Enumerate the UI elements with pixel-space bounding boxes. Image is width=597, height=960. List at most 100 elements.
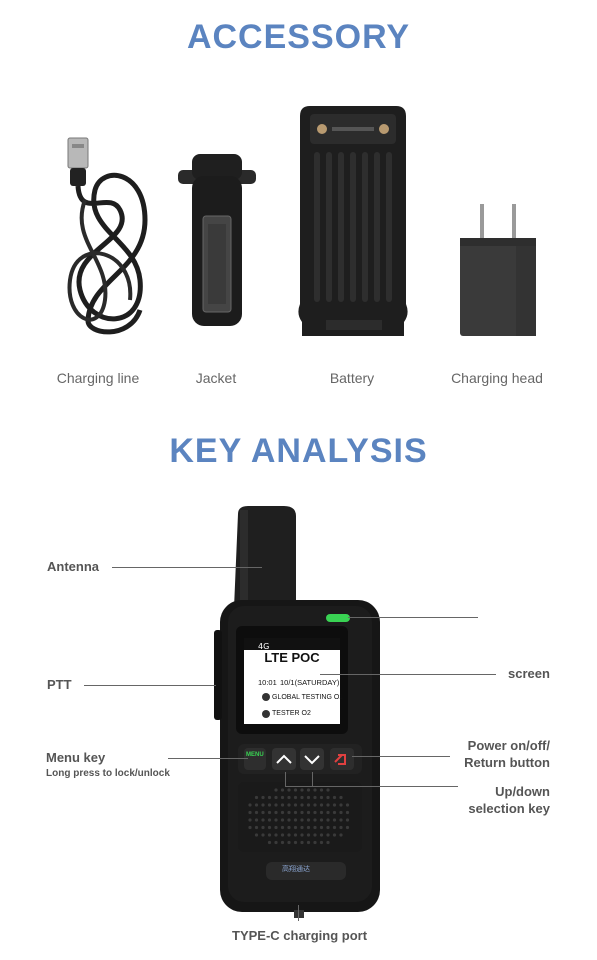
- speaker-hole: [254, 795, 259, 800]
- speaker-hole: [319, 833, 324, 837]
- speaker-hole: [300, 818, 304, 822]
- speaker-hole: [345, 810, 350, 815]
- speaker-hole: [267, 803, 272, 807]
- speaker-hole: [319, 795, 324, 800]
- speaker-hole: [326, 840, 330, 845]
- speaker-hole: [274, 825, 278, 830]
- speaker-hole: [293, 833, 298, 837]
- speaker-hole: [300, 825, 304, 830]
- speaker-hole: [293, 818, 298, 822]
- speaker-hole: [326, 818, 330, 822]
- speaker-hole: [306, 818, 311, 822]
- brand-logo: 高翔通达: [282, 866, 310, 873]
- key-analysis-title: KEY ANALYSIS: [169, 432, 428, 470]
- signal-indicator: 4G: [258, 642, 270, 651]
- speaker-hole: [287, 795, 291, 800]
- speaker-hole: [319, 818, 324, 822]
- type-c-leader-line: [298, 905, 299, 921]
- antenna-label: Antenna: [47, 559, 99, 574]
- speaker-hole: [306, 833, 311, 837]
- speaker-hole: [254, 833, 259, 837]
- speaker-hole: [280, 840, 285, 845]
- speaker-hole: [293, 788, 298, 792]
- speaker-hole: [326, 833, 330, 837]
- speaker-hole: [274, 818, 278, 822]
- speaker-hole: [287, 825, 291, 830]
- speaker-hole: [313, 803, 317, 807]
- screen-title: LTE POC: [264, 650, 320, 665]
- speaker-hole: [345, 825, 350, 830]
- speaker-hole: [332, 810, 337, 815]
- screen-user: TESTER O2: [272, 710, 311, 717]
- speaker-hole: [326, 810, 330, 815]
- group-icon: [262, 693, 270, 701]
- speaker-hole: [326, 803, 330, 807]
- speaker-hole: [300, 803, 304, 807]
- walkie-talkie-device: [214, 506, 380, 918]
- speaker-hole: [267, 840, 272, 845]
- speaker-hole: [254, 825, 259, 830]
- jacket-label: Jacket: [195, 370, 237, 386]
- updown-bracket-right: [312, 772, 313, 786]
- accessory-title: ACCESSORY: [186, 18, 411, 56]
- speaker-hole: [274, 788, 278, 792]
- speaker-hole: [287, 818, 291, 822]
- speaker-hole: [293, 803, 298, 807]
- speaker-hole: [306, 788, 311, 792]
- speaker-hole: [293, 840, 298, 845]
- speaker-hole: [313, 810, 317, 815]
- speaker-hole: [280, 825, 285, 830]
- speaker-hole: [261, 818, 265, 822]
- charging-line-label: Charging line: [56, 370, 140, 386]
- speaker-hole: [274, 840, 278, 845]
- updown-label-line2: selection key: [468, 801, 550, 816]
- speaker-hole: [306, 825, 311, 830]
- speaker-hole: [274, 803, 278, 807]
- speaker-hole: [319, 840, 324, 845]
- speaker-hole: [267, 818, 272, 822]
- speaker-hole: [326, 795, 330, 800]
- speaker-hole: [339, 803, 343, 807]
- speaker-hole: [345, 803, 350, 807]
- speaker-hole: [254, 810, 259, 815]
- speaker-hole: [319, 803, 324, 807]
- updown-label-line1: Up/down: [495, 784, 550, 799]
- speaker-hole: [339, 810, 343, 815]
- speaker-hole: [332, 818, 337, 822]
- speaker-hole: [267, 833, 272, 837]
- speaker-hole: [261, 825, 265, 830]
- speaker-hole: [326, 788, 330, 792]
- speaker-hole: [248, 818, 252, 822]
- speaker-hole: [339, 818, 343, 822]
- speaker-hole: [345, 818, 350, 822]
- speaker-hole: [280, 788, 285, 792]
- charging-line-image: [67, 137, 148, 335]
- speaker-hole: [326, 825, 330, 830]
- battery-image: [298, 106, 408, 336]
- speaker-hole: [300, 810, 304, 815]
- speaker-hole: [280, 833, 285, 837]
- speaker-hole: [248, 810, 252, 815]
- speaker-hole: [319, 825, 324, 830]
- updown-leader-line: [298, 786, 458, 787]
- speaker-hole: [306, 840, 311, 845]
- speaker-hole: [261, 795, 265, 800]
- speaker-hole: [339, 795, 343, 800]
- screen-time: 10:01: [258, 678, 277, 687]
- menu-key-label: Menu key: [46, 750, 106, 765]
- speaker-hole: [267, 810, 272, 815]
- antenna-leader-line: [112, 567, 262, 568]
- screen-leader-line: [320, 674, 496, 675]
- speaker-hole: [267, 825, 272, 830]
- speaker-hole: [280, 818, 285, 822]
- speaker-hole: [280, 810, 285, 815]
- speaker-hole: [313, 795, 317, 800]
- speaker-hole: [319, 788, 324, 792]
- speaker-hole: [287, 833, 291, 837]
- speaker-hole: [287, 810, 291, 815]
- speaker-hole: [287, 803, 291, 807]
- speaker-hole: [319, 810, 324, 815]
- updown-bracket-bottom: [285, 786, 313, 787]
- speaker-hole: [313, 833, 317, 837]
- updown-bracket-left: [285, 772, 286, 786]
